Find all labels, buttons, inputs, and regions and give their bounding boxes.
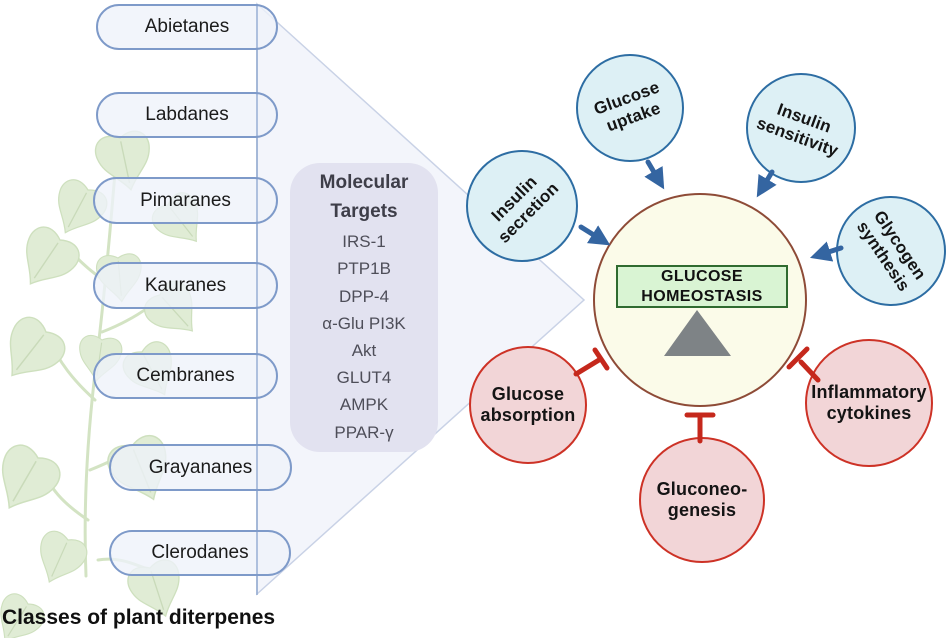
node-inflammatory-cytokines: Inflammatory cytokines xyxy=(805,339,933,467)
node-label: Insulin sensitivity xyxy=(754,99,842,161)
molecular-target-item: PTP1B xyxy=(337,259,391,279)
molecular-targets-box: Molecular Targets IRS-1 PTP1B DPP-4 α-Gl… xyxy=(290,163,438,452)
molecular-target-item: DPP-4 xyxy=(338,286,390,306)
node-insulin-secretion: Insulin secretion xyxy=(466,150,578,262)
molecular-target-item: α-Glu PI3K xyxy=(322,313,406,333)
node-label: Gluconeo- genesis xyxy=(656,478,748,520)
pill-pimaranes: Pimaranes xyxy=(93,177,278,224)
molecular-target-item: GLUT4 xyxy=(336,368,392,388)
pill-cembranes: Cembranes xyxy=(93,353,278,399)
molecular-target-item: PPAR-γ xyxy=(334,422,394,442)
pill-label: Grayananes xyxy=(148,456,253,478)
glucose-homeostasis-label: GLUCOSE HOMEOSTASIS xyxy=(641,267,763,305)
pill-kauranes: Kauranes xyxy=(93,262,278,309)
pill-label: Cembranes xyxy=(136,365,235,386)
node-label: Glucose uptake xyxy=(590,77,663,136)
node-glycogen-synthesis: Glycogen synthesis xyxy=(836,196,946,306)
pill-clerodanes: Clerodanes xyxy=(109,530,291,576)
pill-label: Kauranes xyxy=(144,274,227,296)
pill-label: Clerodanes xyxy=(151,542,249,563)
pill-labdanes: Labdanes xyxy=(96,92,278,138)
pill-abietanes: Abietanes xyxy=(96,4,278,50)
node-glucose-uptake: Glucose uptake xyxy=(576,54,684,162)
molecular-target-item: IRS-1 xyxy=(342,232,386,252)
pill-label: Pimaranes xyxy=(140,189,231,211)
node-label: Insulin secretion xyxy=(487,171,563,247)
node-gluconeogenesis: Gluconeo- genesis xyxy=(639,437,765,563)
pill-grayananes: Grayananes xyxy=(109,444,292,491)
node-label: Inflammatory cytokines xyxy=(811,381,927,423)
node-glucose-absorption: Glucose absorption xyxy=(469,346,587,464)
pill-label: Labdanes xyxy=(145,104,229,125)
node-label: Glucose absorption xyxy=(480,383,576,425)
glucose-homeostasis-box: GLUCOSE HOMEOSTASIS xyxy=(616,265,788,308)
pill-label: Abietanes xyxy=(144,16,230,37)
molecular-target-item: Akt xyxy=(351,341,377,360)
figure-caption: Classes of plant diterpenes xyxy=(2,606,276,629)
molecular-targets-title: Molecular Targets xyxy=(319,172,409,222)
vertical-connector-line xyxy=(256,4,258,595)
molecular-target-item: AMPK xyxy=(339,395,389,415)
node-insulin-sensitivity: Insulin sensitivity xyxy=(746,73,856,183)
node-label: Glycogen synthesis xyxy=(852,207,930,295)
